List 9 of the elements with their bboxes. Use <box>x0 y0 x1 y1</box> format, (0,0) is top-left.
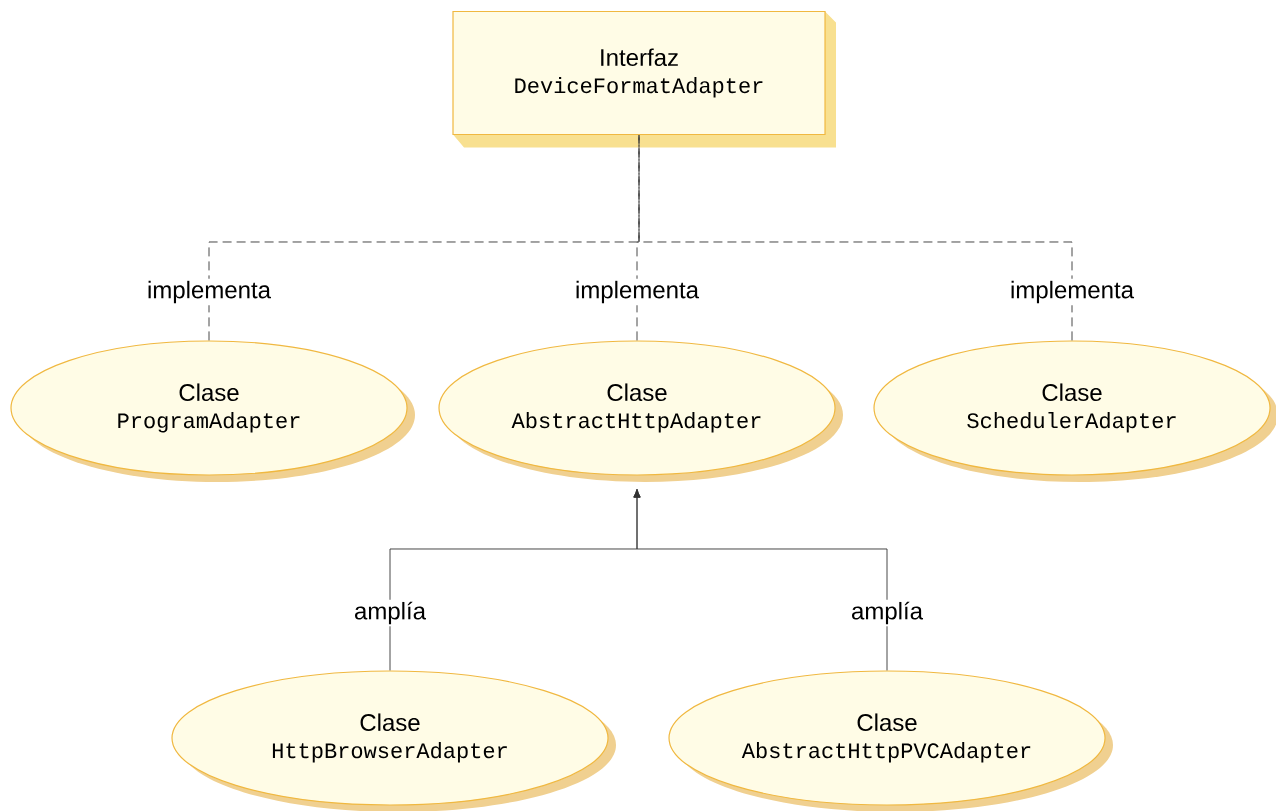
connector <box>633 488 888 671</box>
edge-label: implementa <box>1011 280 1134 304</box>
edge-label: implementa <box>148 280 271 304</box>
interface-box: Interfaz DeviceFormatAdapter <box>452 10 836 148</box>
edge-label: implementa <box>576 280 699 304</box>
connector <box>638 134 1073 341</box>
connector <box>208 134 640 341</box>
edge-label: amplía <box>355 601 426 625</box>
edge-label: amplía <box>852 601 923 625</box>
